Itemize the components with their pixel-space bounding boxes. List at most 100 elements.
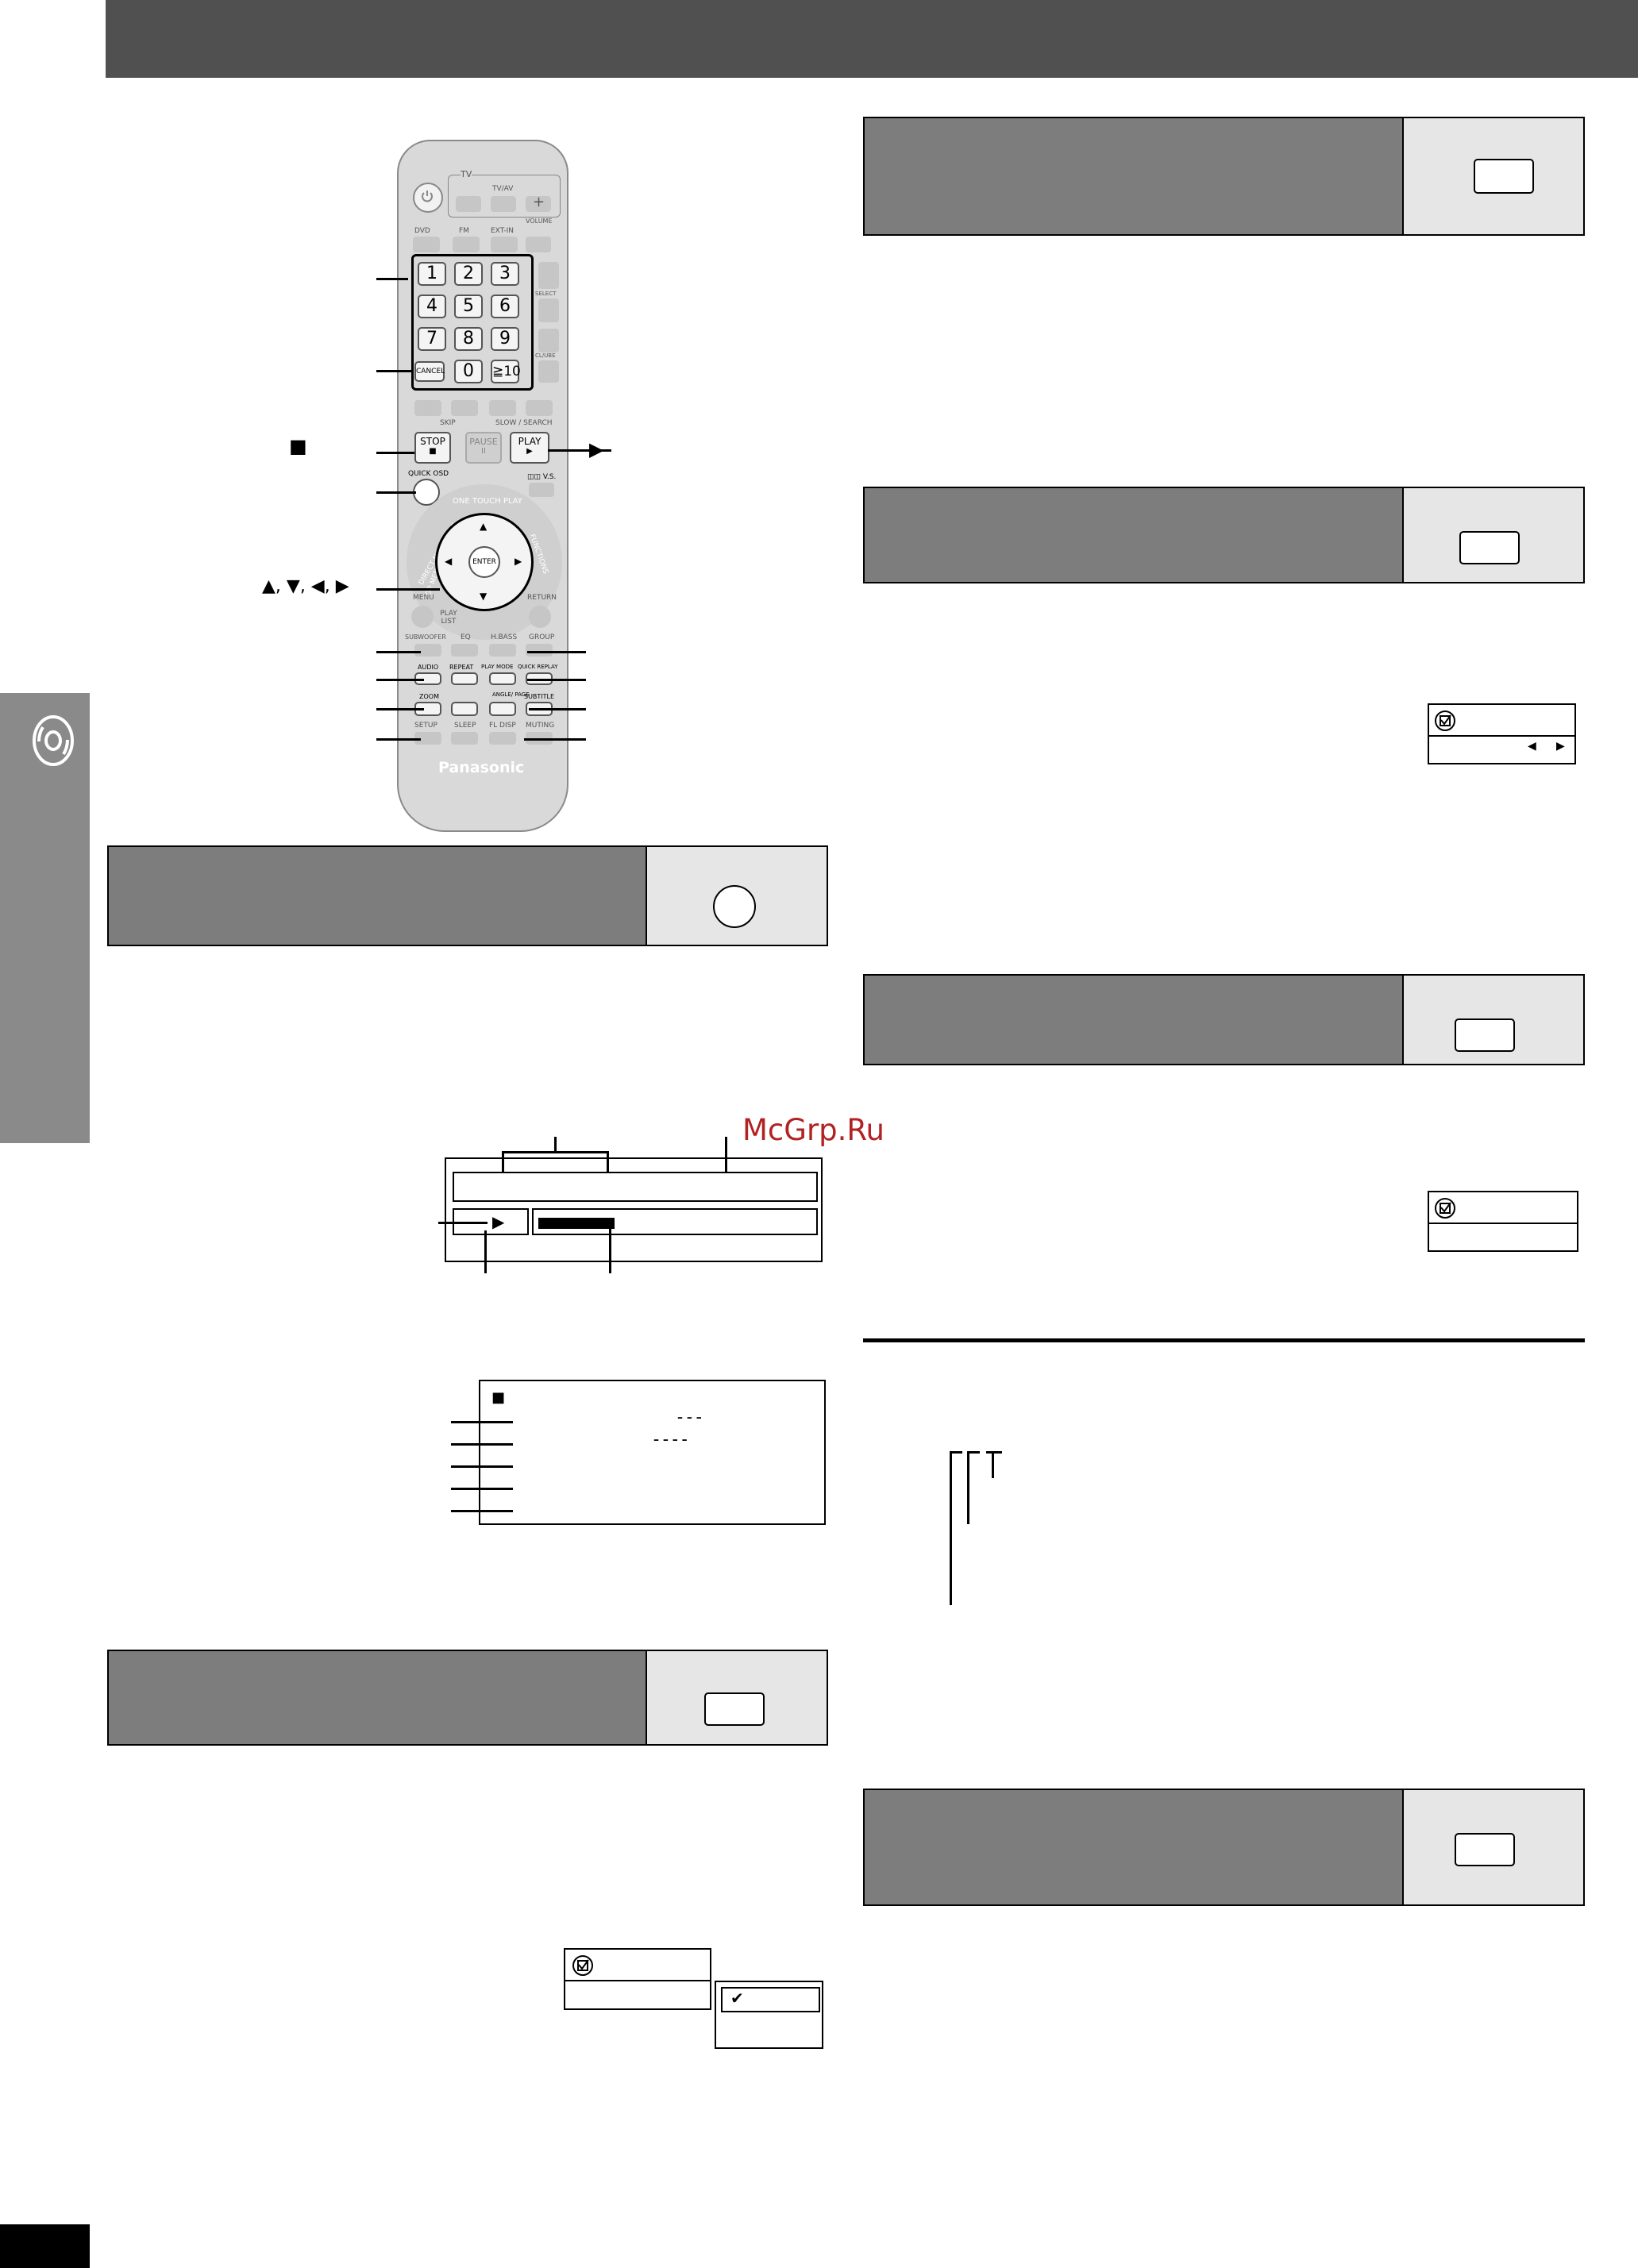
digit-2-button[interactable]: 2 [454,262,483,286]
return-button[interactable] [529,606,551,628]
digit-4-button[interactable]: 4 [418,295,446,318]
up-arrow-icon[interactable]: ▲ [480,521,488,532]
osd-status-diagram: ■ – – – – – – – [479,1380,826,1525]
search-back-button[interactable] [489,400,516,416]
callout-line [451,1443,513,1446]
repeat-button[interactable] [451,672,478,685]
dvd-label: DVD [414,227,430,235]
settings-menu-box: ◀ ▶ [1428,703,1576,764]
callout-line [376,491,416,494]
menu-button[interactable] [411,606,434,628]
play-callout-symbol: ▶ [589,438,604,460]
digit-8-button[interactable]: 8 [454,327,483,351]
group-label: GROUP [529,633,555,641]
right-arrow-icon[interactable]: ▶ [1556,740,1565,753]
group-button[interactable] [526,644,553,657]
quick-replay-label: QUICK REPLAY [518,664,558,670]
callout-line [554,1137,557,1153]
play-mode-button[interactable] [489,672,516,685]
callout-line [376,370,411,372]
progress-bar-fill [538,1218,615,1229]
left-arrow-icon[interactable]: ◀ [1528,740,1536,753]
play-button[interactable]: PLAY ▶ [510,432,549,464]
callout-line [376,278,408,280]
button-icon [704,1692,765,1726]
hbass-button[interactable] [489,644,516,657]
callout-line [609,1229,611,1273]
select-label: SELECT [535,291,557,297]
callout-line [376,708,424,710]
selected-option[interactable]: ✔ [721,1987,820,2012]
button-icon [1474,159,1534,194]
digit-9-button[interactable]: 9 [491,327,519,351]
return-label: RETURN [527,594,557,602]
enter-button[interactable]: ENTER [468,546,500,578]
stop-button[interactable]: STOP ■ [414,432,451,464]
section-header [863,974,1585,1065]
sleep-label: SLEEP [454,722,476,730]
setup-button[interactable] [414,732,441,745]
skip-back-button[interactable] [414,400,441,416]
down-arrow-icon[interactable]: ▼ [480,591,488,602]
plus-icon: + [533,194,545,210]
setup-label: SETUP [414,722,437,730]
power-button[interactable] [413,183,443,213]
section-header [107,845,828,946]
repeat-label: REPEAT [449,664,474,671]
digit-0-button[interactable]: 0 [454,360,483,383]
fm-label: FM [459,227,469,235]
vs-label: ◫◫ V.S. [527,473,557,481]
tv-power-button[interactable] [456,196,481,212]
settings-menu-title-row [565,1950,710,1981]
extin-label: EXT-IN [491,227,514,235]
digit-6-button[interactable]: 6 [491,295,519,318]
blank-button[interactable] [451,702,478,716]
digit-5-button[interactable]: 5 [454,295,483,318]
subwoofer-button[interactable] [414,644,441,657]
tv-volume-down-button[interactable] [526,237,551,252]
section-header-icon-cell [1402,976,1583,1064]
clube-down-button[interactable] [538,360,559,383]
clube-up-button[interactable] [538,329,559,352]
angle-page-button[interactable] [489,702,516,716]
callout-line [607,1151,609,1172]
digit-1-button[interactable]: 1 [418,262,446,286]
callout-line [548,449,611,452]
digit-7-button[interactable]: 7 [418,327,446,351]
fm-button[interactable] [453,237,480,252]
section-header-icon-cell [646,847,827,945]
left-arrow-icon[interactable]: ◀ [445,556,453,567]
button-icon [1459,531,1520,564]
tv-volume-up-button[interactable] [526,196,551,212]
pause-button[interactable]: PAUSE II [465,432,502,464]
skip-forward-button[interactable] [451,400,478,416]
digit-3-button[interactable]: 3 [491,262,519,286]
search-forward-button[interactable] [526,400,553,416]
watermark: McGrp.Ru [742,1113,885,1147]
select-down-button[interactable] [538,298,559,322]
extin-button[interactable] [491,237,518,252]
settings-menu-title-row [1429,705,1574,737]
section-header-icon-cell [1402,1790,1583,1904]
cancel-button[interactable]: CANCEL [414,361,445,382]
callout-line [376,738,421,741]
slow-search-label: SLOW / SEARCH [495,419,553,427]
power-icon [422,191,433,202]
dvd-button[interactable] [413,237,440,252]
callout-line [451,1465,513,1468]
pause-label: PAUSE [469,437,498,447]
section-header [863,1789,1585,1906]
play-mode-label: PLAY MODE [481,664,514,670]
sleep-button[interactable] [451,732,478,745]
fl-disp-button[interactable] [489,732,516,745]
eq-button[interactable] [451,644,478,657]
select-up-button[interactable] [538,262,559,289]
settings-menu-box [1428,1191,1578,1252]
osd-info-row [453,1172,818,1202]
tvav-button[interactable] [491,196,516,212]
vs-button[interactable] [529,483,554,497]
section-header [863,117,1585,236]
digit-10-plus-button[interactable]: ≧10 [491,360,521,383]
skip-label: SKIP [440,419,456,427]
right-arrow-icon[interactable]: ▶ [515,556,522,567]
